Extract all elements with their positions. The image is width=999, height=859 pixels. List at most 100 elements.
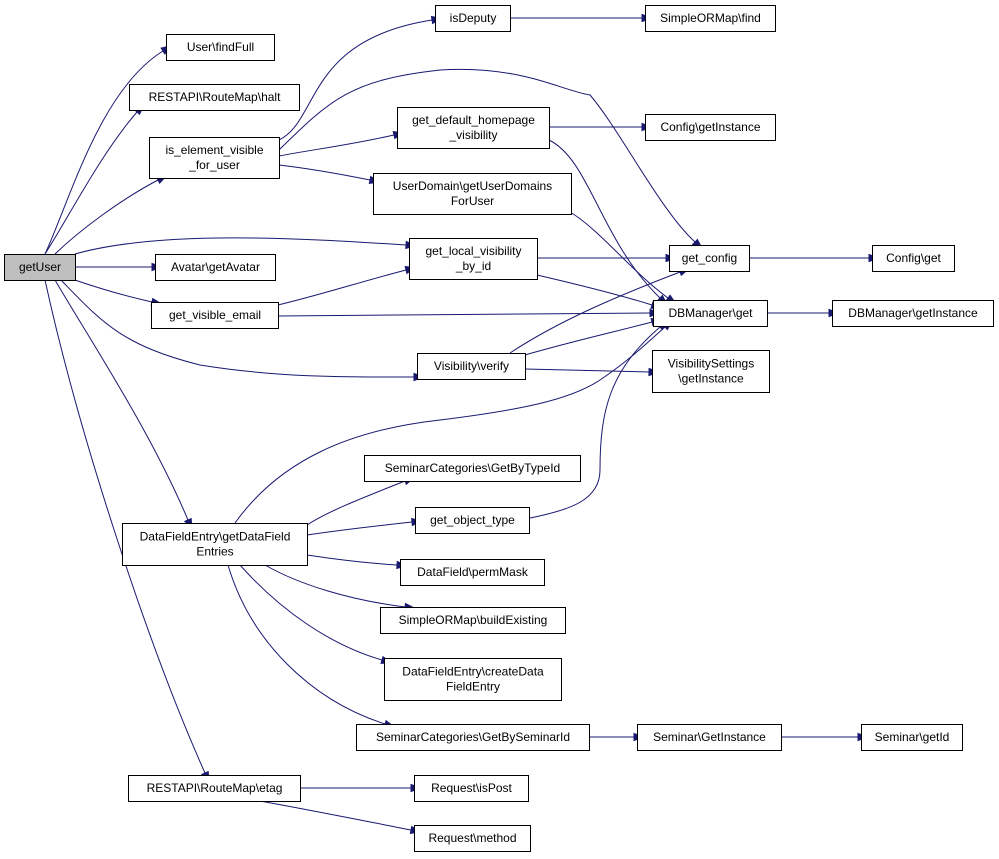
edge-line (306, 554, 398, 566)
edge-line (509, 271, 681, 354)
node-visibilitySettings[interactable]: VisibilitySettings\getInstance (652, 350, 770, 393)
node-semCatByType[interactable]: SeminarCategories\GetByTypeId (364, 455, 581, 482)
node-label: SimpleORMap\find (660, 11, 761, 25)
node-box[interactable] (414, 775, 529, 802)
node-seminarGetInstance[interactable]: Seminar\GetInstance (637, 724, 782, 751)
node-avatar[interactable]: Avatar\getAvatar (155, 254, 276, 281)
node-box[interactable] (414, 825, 531, 852)
edge-line (524, 321, 653, 356)
node-label: DBManager\getInstance (848, 306, 978, 320)
node-getObjectType[interactable]: get_object_type (415, 507, 530, 534)
node-box[interactable] (861, 724, 963, 751)
node-visibilityVerify[interactable]: Visibility\verify (417, 353, 526, 380)
node-dataFieldPerm[interactable]: DataField\permMask (400, 559, 545, 586)
edge-getDefaultHomepage-to-configGetInstance (549, 122, 654, 132)
node-box[interactable] (669, 245, 750, 272)
node-routeEtag[interactable]: RESTAPI\RouteMap\etag (128, 775, 301, 802)
edge-line (548, 139, 661, 299)
node-box[interactable] (400, 559, 545, 586)
node-box[interactable] (384, 658, 562, 701)
node-box[interactable] (129, 84, 300, 111)
node-getVisibleEmail[interactable]: get_visible_email (151, 302, 279, 329)
node-label: DataField\permMask (417, 565, 529, 579)
edge-visibilityVerify-to-dbGet (524, 318, 664, 356)
edge-line (278, 19, 433, 141)
edge-isDeputy-to-ormFind (510, 13, 654, 23)
edge-getUser-to-avatar (75, 262, 164, 272)
node-box[interactable] (128, 775, 301, 802)
node-box[interactable] (373, 173, 572, 215)
edge-visibilityVerify-to-visibilitySettings (524, 367, 661, 377)
node-label: Avatar\getAvatar (171, 260, 260, 274)
node-label: _by_id (455, 259, 491, 273)
node-box[interactable] (409, 238, 538, 280)
node-isElementVisible[interactable]: is_element_visible_for_user (149, 137, 280, 179)
node-box[interactable] (832, 300, 994, 327)
edge-line (529, 326, 661, 519)
node-box[interactable] (637, 724, 782, 751)
node-getDefaultHomepage[interactable]: get_default_homepage_visibility (397, 107, 550, 149)
node-box[interactable] (645, 114, 776, 141)
node-box[interactable] (4, 254, 76, 281)
edge-line (278, 68, 696, 243)
node-box[interactable] (435, 5, 511, 32)
edge-dataFieldEntries-to-dataFieldPerm (306, 554, 409, 570)
node-isDeputy[interactable]: isDeputy (435, 5, 511, 32)
nodes-layer: getUser User\findFullRESTAPI\RouteMap\hal… (4, 5, 994, 852)
node-box[interactable] (356, 724, 590, 751)
node-box[interactable] (417, 353, 526, 380)
node-box[interactable] (122, 523, 308, 566)
edge-dbGet-to-dbGetInstance (767, 308, 841, 318)
node-label: get_local_visibility (425, 244, 521, 258)
node-box[interactable] (652, 350, 770, 393)
node-semCatBySeminar[interactable]: SeminarCategories\GetBySeminarId (356, 724, 590, 751)
node-label: _visibility (448, 128, 497, 142)
node-seminarGetId[interactable]: Seminar\getId (861, 724, 963, 751)
edge-line (54, 279, 189, 521)
node-ormFind[interactable]: SimpleORMap\find (645, 5, 776, 32)
node-label: get_visible_email (169, 308, 261, 322)
node-getLocalVisibility[interactable]: get_local_visibility_by_id (409, 238, 538, 280)
node-requestMethod[interactable]: Request\method (414, 825, 531, 852)
node-ormBuild[interactable]: SimpleORMap\buildExisting (380, 607, 566, 634)
node-box[interactable] (149, 137, 280, 179)
edge-isElementVisible-to-getDefaultHomepage (278, 131, 406, 157)
node-label: VisibilitySettings (668, 357, 754, 371)
node-box[interactable] (151, 302, 279, 329)
edge-getVisibleEmail-to-getLocalVisibility (277, 266, 418, 306)
edge-line (44, 50, 164, 255)
node-label: \getInstance (678, 372, 744, 386)
edge-dataFieldEntries-to-getObjectType (306, 517, 424, 536)
edge-dataFieldEntries-to-ormBuild (264, 564, 417, 612)
node-userFindFull[interactable]: User\findFull (166, 34, 275, 61)
node-getUser[interactable]: getUser (4, 254, 76, 281)
node-dbGetInstance[interactable]: DBManager\getInstance (832, 300, 994, 327)
node-configGetInstance[interactable]: Config\getInstance (645, 114, 776, 141)
node-box[interactable] (415, 507, 530, 534)
node-box[interactable] (364, 455, 581, 482)
edge-line (524, 368, 650, 373)
edge-line (259, 800, 412, 831)
edge-line (71, 278, 153, 303)
node-box[interactable] (872, 245, 955, 272)
node-box[interactable] (645, 5, 776, 32)
edge-getUser-to-getVisibleEmail (71, 278, 164, 306)
node-configGet[interactable]: Config\get (872, 245, 955, 272)
node-box[interactable] (397, 107, 550, 149)
edge-getVisibleEmail-to-dbGet (277, 308, 662, 318)
node-requestIsPost[interactable]: Request\isPost (414, 775, 529, 802)
node-label: Seminar\getId (875, 730, 950, 744)
edge-line (277, 269, 407, 306)
node-box[interactable] (653, 300, 768, 327)
node-getConfig[interactable]: get_config (669, 245, 750, 272)
node-box[interactable] (380, 607, 566, 634)
node-box[interactable] (166, 34, 275, 61)
node-dbGet[interactable]: DBManager\get (653, 300, 768, 327)
node-label: get_config (682, 251, 737, 265)
node-routeHalt[interactable]: RESTAPI\RouteMap\halt (129, 84, 300, 111)
node-label: SeminarCategories\GetByTypeId (385, 461, 560, 475)
node-box[interactable] (155, 254, 276, 281)
